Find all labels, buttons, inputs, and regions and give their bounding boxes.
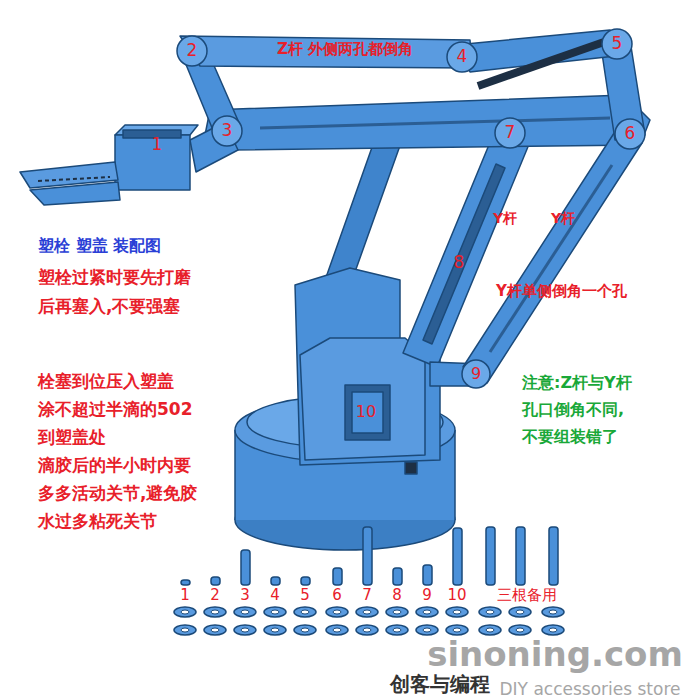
- callout-number: 3: [222, 121, 233, 141]
- callout-number: 1: [152, 135, 163, 155]
- part-note: Z杆 外侧两孔都倒角: [277, 41, 413, 58]
- callout-number: 4: [457, 47, 468, 67]
- pin-number: 1: [180, 587, 190, 604]
- pin-number: 2: [210, 587, 220, 604]
- assembly-note: 塑栓过紧时要先打磨: [38, 268, 191, 288]
- part-name: Y杆: [551, 210, 575, 226]
- pin-number: 6: [332, 587, 342, 604]
- callout-number: 6: [625, 124, 636, 144]
- pin-number: 10: [447, 587, 466, 604]
- assembly-note: 多多活动关节,避免胶: [38, 484, 197, 504]
- assembly-note: 后再塞入,不要强塞: [38, 297, 180, 317]
- warning-note: 孔口倒角不同,: [522, 401, 624, 419]
- drawing-title: 塑栓 塑盖 装配图: [38, 237, 161, 255]
- pin-number: 8: [392, 587, 402, 604]
- assembly-note: 滴胶后的半小时内要: [38, 456, 191, 476]
- callout-number: 7: [505, 123, 516, 143]
- callout-number: 9: [471, 365, 481, 383]
- part-note: Y杆单侧倒角一个孔: [496, 283, 627, 300]
- warning-note: 不要组装错了: [522, 428, 618, 446]
- spare-note: 三根备用: [497, 587, 557, 604]
- pin-number: 7: [362, 587, 372, 604]
- brand-name: 创客与编程: [390, 673, 490, 696]
- part-name: Y杆: [493, 210, 517, 226]
- callout-number: 8: [454, 253, 465, 273]
- watermark: sinoning.com: [427, 635, 683, 674]
- pin-number: 4: [270, 587, 280, 604]
- assembly-note: 栓塞到位压入塑盖: [38, 372, 174, 392]
- callout-number: 10: [356, 403, 376, 421]
- callout-number: 2: [187, 41, 198, 61]
- assembly-note: 到塑盖处: [38, 428, 106, 448]
- callout-number: 5: [612, 34, 623, 54]
- pin-number: 5: [300, 587, 310, 604]
- warning-note: 注意:Z杆与Y杆: [522, 374, 632, 392]
- pin-number: 3: [240, 587, 250, 604]
- pin-number: 9: [422, 587, 432, 604]
- assembly-note: 水过多粘死关节: [38, 512, 157, 532]
- watermark: DIY accessories store: [499, 680, 680, 700]
- assembly-note: 涂不超过半滴的502: [38, 400, 193, 420]
